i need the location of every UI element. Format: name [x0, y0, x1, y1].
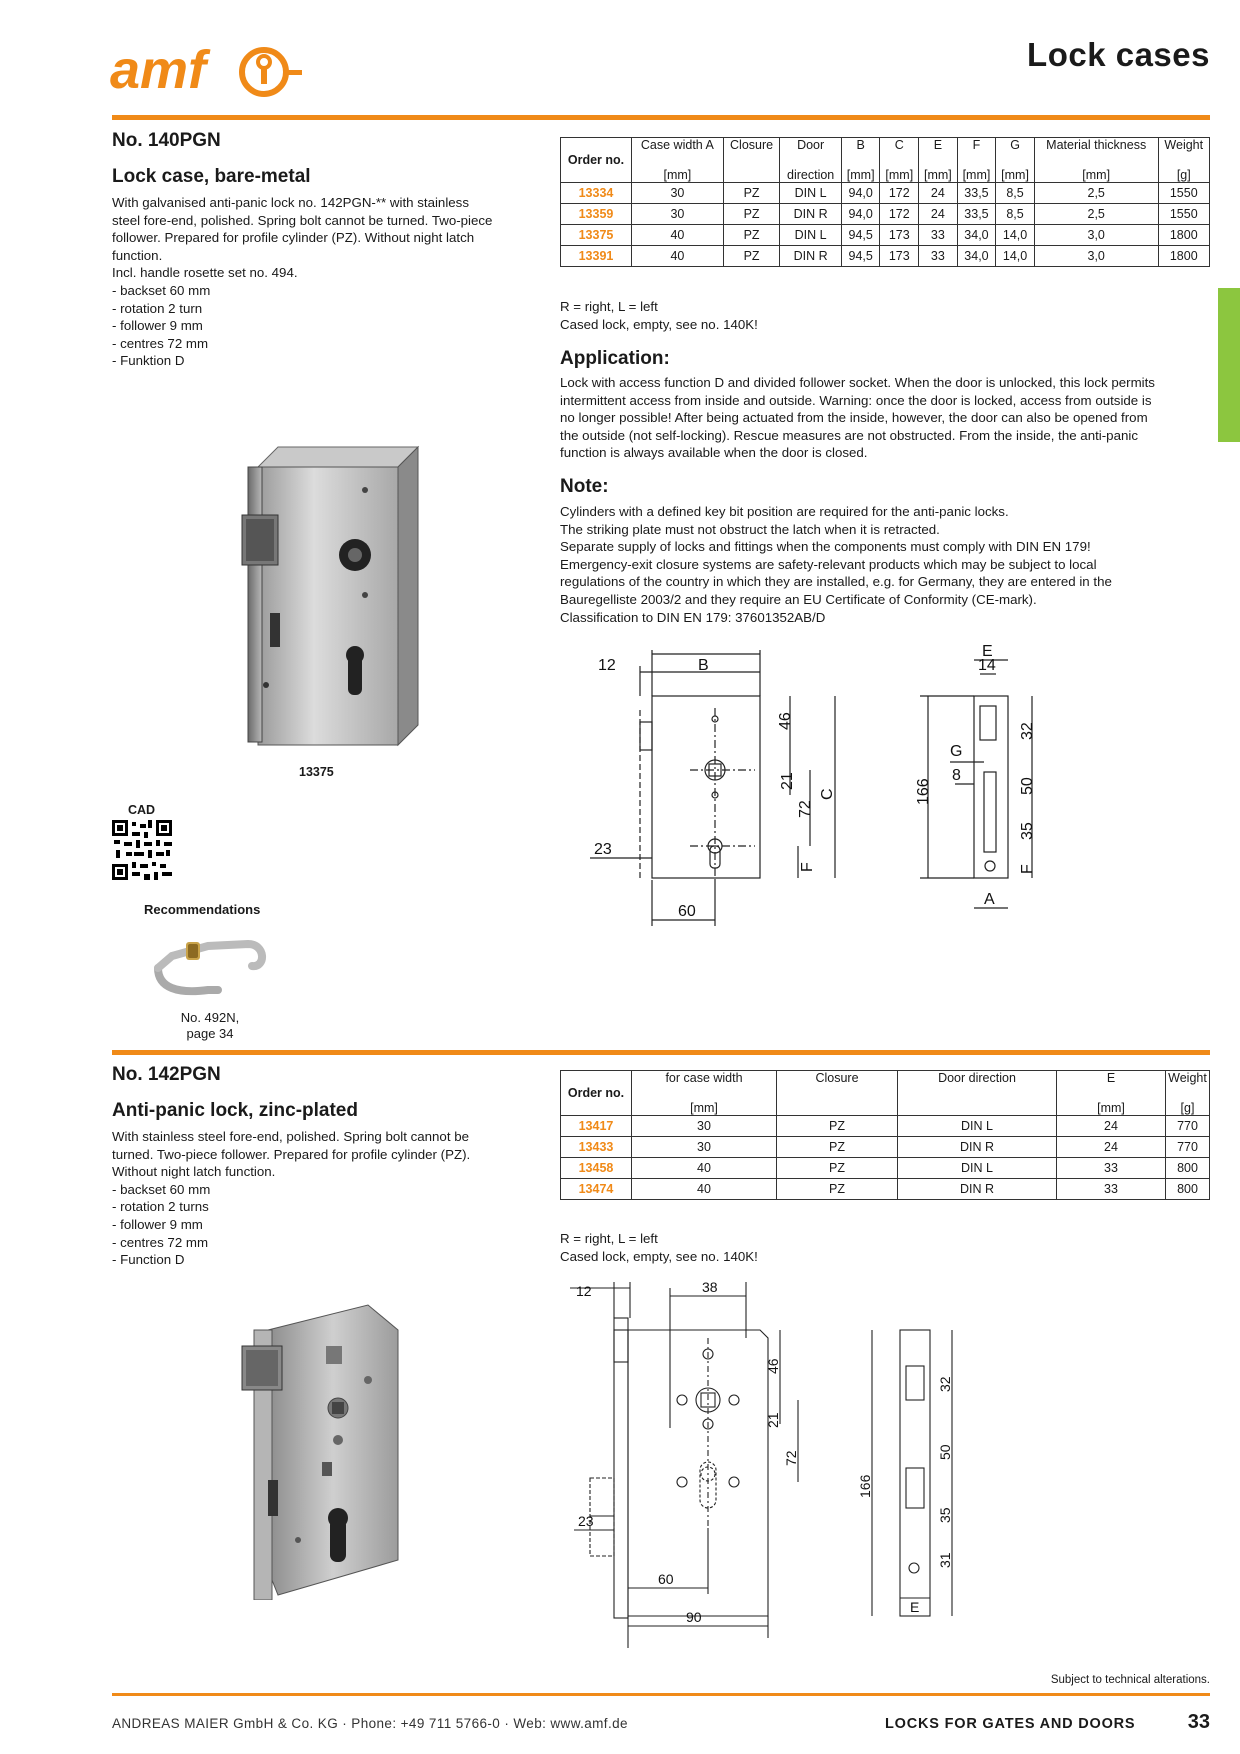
dim-46: 46: [777, 712, 794, 730]
dim-35: 35: [1019, 822, 1036, 840]
footer-category: LOCKS FOR GATES AND DOORS: [885, 1716, 1136, 1732]
page-number: 33: [1187, 1711, 1210, 1733]
dim2-12: 12: [576, 1283, 592, 1299]
dim2-38: 38: [702, 1279, 718, 1295]
technical-drawing-142pgn: 12 38 46 21 72 23 60 90: [570, 1278, 970, 1653]
application-heading: Application:: [560, 348, 670, 369]
dim-F: F: [799, 862, 816, 872]
recommendation-caption: No. 492N, page 34: [180, 1010, 240, 1041]
dim-72: 72: [797, 800, 814, 818]
dim2-E: E: [910, 1599, 919, 1615]
page-title: Lock cases: [1027, 36, 1210, 73]
section2-rule: [112, 1050, 1210, 1055]
dim-23: 23: [594, 841, 612, 858]
dim2-32: 32: [937, 1376, 953, 1392]
alterations-note: Subject to technical alterations.: [1050, 1674, 1210, 1686]
anti-panic-lock-photo: [238, 1300, 408, 1601]
handle-recommendation-image[interactable]: [148, 928, 273, 998]
dim-A: A: [984, 891, 995, 908]
dim-50: 50: [1019, 777, 1036, 795]
technical-drawing-140pgn: 12 B 46 21 72 C F 23 60 E 14: [580, 640, 1060, 930]
footer-rule: [112, 1693, 1210, 1696]
dim2-72: 72: [783, 1450, 799, 1466]
section2-subtitle: Anti-panic lock, zinc-plated: [112, 1100, 358, 1121]
dim-166: 166: [915, 778, 932, 805]
dim2-21: 21: [765, 1412, 781, 1428]
dim-G: G: [950, 743, 962, 760]
section2-notes: R = right, L = left Cased lock, empty, s…: [560, 1231, 758, 1264]
dim-12: 12: [598, 657, 616, 674]
note-heading: Note:: [560, 476, 609, 497]
section2-table: Order no. for case width Closure Door di…: [560, 1070, 1210, 1200]
dim2-23: 23: [578, 1513, 594, 1529]
section1-description: With galvanised anti-panic lock no. 142P…: [112, 195, 493, 369]
dim2-46: 46: [765, 1358, 781, 1374]
dim2-50: 50: [937, 1444, 953, 1460]
amf-logo: amf: [108, 38, 304, 100]
lock-case-photo: [240, 445, 420, 750]
dim-14: 14: [978, 657, 996, 674]
recommendations-label: Recommendations: [144, 902, 261, 917]
order-no-header: Order no.: [560, 137, 632, 183]
cad-label: CAD: [128, 803, 156, 817]
dim2-60: 60: [658, 1571, 674, 1587]
dim-C: C: [819, 788, 836, 800]
application-text: Lock with access function D and divided …: [560, 375, 1155, 461]
section1-table: Order no. Case width A Closure Door B C …: [560, 137, 1211, 267]
logo-text: amf: [110, 40, 211, 100]
section1-notes: R = right, L = left Cased lock, empty, s…: [560, 299, 758, 332]
section2-description: With stainless steel fore-end, polished.…: [112, 1129, 471, 1268]
header-rule: [112, 115, 1210, 120]
section2-number: No. 142PGN: [112, 1064, 221, 1085]
dim-B: B: [698, 657, 709, 674]
order-no-header: Order no.: [560, 1070, 632, 1116]
dim2-35: 35: [937, 1507, 953, 1523]
cad-qr-code[interactable]: [112, 820, 172, 880]
dim-21: 21: [779, 772, 796, 790]
dim-E: E: [982, 643, 993, 660]
photo-caption: 13375: [299, 765, 334, 779]
dim2-90: 90: [686, 1609, 702, 1625]
dim2-166: 166: [857, 1474, 873, 1498]
dim-8: 8: [952, 767, 961, 784]
dim2-31: 31: [937, 1552, 953, 1568]
section-tab: [1218, 288, 1240, 442]
note-text: Cylinders with a defined key bit positio…: [560, 504, 1112, 625]
section1-number: No. 140PGN: [112, 130, 221, 151]
dim-32: 32: [1019, 722, 1036, 740]
dim-60: 60: [678, 903, 696, 920]
company-info: ANDREAS MAIER GmbH & Co. KG · Phone: +49…: [112, 1716, 628, 1731]
section1-subtitle: Lock case, bare-metal: [112, 166, 311, 187]
dim-F-side: F: [1019, 864, 1036, 874]
